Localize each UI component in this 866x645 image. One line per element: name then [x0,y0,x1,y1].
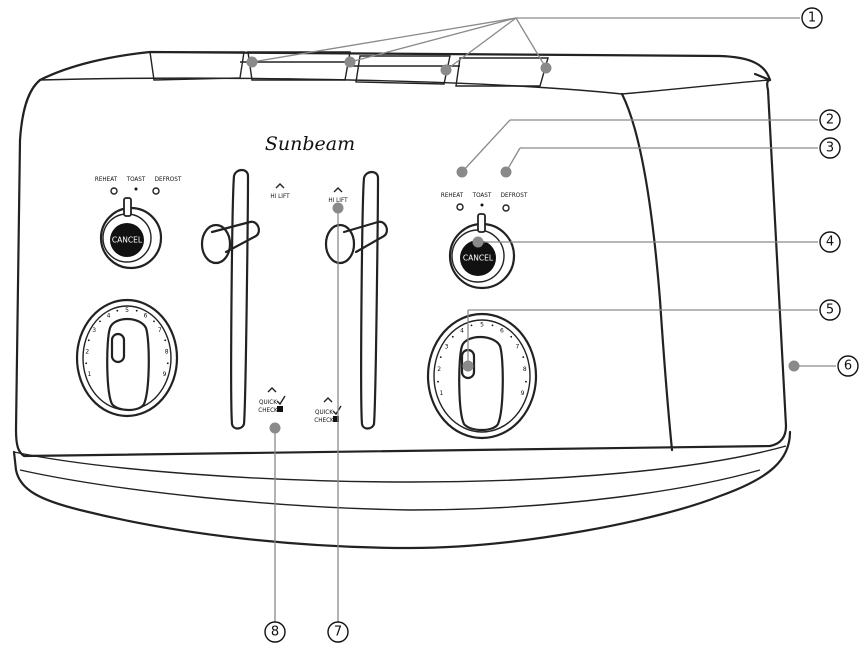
left-dial-tick-dot [85,362,88,365]
right-dial-tick-dot [491,324,494,327]
callout-1: 1 [801,7,823,29]
left-dial-mark-9: 9 [163,371,167,378]
right-dial-tick-dot [439,356,442,358]
callout-7: 7 [327,621,349,643]
svg-text:2: 2 [826,113,834,128]
svg-text:DEFROST: DEFROST [501,192,528,199]
right-dial-mark-2: 2 [437,366,441,373]
left-dial-tick-dot [87,339,90,342]
svg-text:QUICK: QUICK [259,399,277,406]
right-dial-tick-dot [470,324,473,327]
left-browning-dial[interactable]: 1 2 3 4 5 6 7 8 9 [75,298,179,418]
left-dial-mark-2: 2 [85,348,89,355]
defrost-led-right [502,204,510,212]
left-dial-mark-6: 6 [144,312,148,319]
right-dial-tick-dot [522,356,525,358]
right-browning-dial[interactable]: 1 2 3 4 5 6 7 8 9 [426,312,538,440]
svg-text:CHECK: CHECK [258,407,278,414]
left-dial-tick-dot [116,309,119,312]
hi-lift-label-left: HI LIFT [270,183,290,200]
callout-3: 3 [819,137,841,159]
svg-text:TOAST: TOAST [126,176,146,183]
left-dial-tick-dot [99,320,101,323]
defrost-led-left [152,187,160,195]
svg-text:1: 1 [808,11,816,26]
right-lift-lever[interactable] [324,170,388,430]
svg-text:8: 8 [271,625,279,640]
left-dial-mark-7: 7 [158,327,162,334]
right-dial-mark-8: 8 [523,366,527,373]
svg-text:DEFROST: DEFROST [155,176,182,183]
hi-lift-label-right: HI LIFT [328,187,348,204]
svg-text:4: 4 [826,235,834,250]
right-dial-tick-dot [451,335,454,338]
right-cancel-knob[interactable]: CANCEL [448,213,516,290]
reheat-led-left [110,187,118,195]
right-dial-mark-9: 9 [521,390,525,397]
svg-text:6: 6 [844,359,852,374]
svg-text:CHECK: CHECK [314,417,334,424]
left-dial-mark-8: 8 [165,348,169,355]
svg-text:REHEAT: REHEAT [95,176,118,183]
right-dial-mark-6: 6 [500,327,504,334]
svg-text:HI LIFT: HI LIFT [270,193,290,200]
svg-text:CANCEL: CANCEL [463,254,494,263]
left-function-panel: REHEAT TOAST DEFROST CANCEL [95,176,182,270]
svg-text:HI LIFT: HI LIFT [328,197,348,204]
quick-check-label-right: QUICK CHECK [314,397,342,424]
callout-4: 4 [819,231,841,253]
left-dial-tick-dot [166,362,169,365]
right-dial-tick-dot [510,335,513,338]
left-dial-tick-dot [164,339,167,342]
right-dial-tick-dot [525,380,527,383]
left-dial-mark-4: 4 [107,312,111,319]
callout-5: 5 [819,299,841,321]
left-lift-lever[interactable] [200,168,260,430]
svg-text:5: 5 [826,303,834,318]
left-dial-tick-dot [153,320,155,323]
callout-leaders [246,17,836,622]
left-dial-mark-3: 3 [92,327,96,334]
svg-text:REHEAT: REHEAT [441,192,464,199]
reheat-led-right [456,203,464,211]
right-dial-mark-7: 7 [515,343,519,350]
left-dial-mark-1: 1 [87,371,91,378]
svg-text:3: 3 [826,141,834,156]
right-dial-mark-4: 4 [460,327,464,334]
left-cancel-knob[interactable]: CANCEL [99,197,163,270]
svg-text:7: 7 [334,625,342,640]
right-dial-mark-3: 3 [445,343,449,350]
right-dial-tick-dot [437,380,439,383]
toaster-body [12,50,792,550]
left-dial-mark-5: 5 [125,307,129,314]
right-function-panel: REHEAT TOAST DEFROST CANCEL [441,192,528,290]
callout-2: 2 [819,109,841,131]
right-dial-mark-1: 1 [439,390,443,397]
callout-6: 6 [837,355,859,377]
brand-logo: Sunbeam [265,133,355,155]
right-dial-mark-5: 5 [480,322,484,329]
svg-text:CANCEL: CANCEL [112,236,143,245]
svg-text:QUICK: QUICK [315,409,333,416]
left-dial-tick-dot [135,309,138,312]
svg-text:TOAST: TOAST [472,192,492,199]
quick-check-label-left: QUICK CHECK [258,387,286,414]
callout-8: 8 [264,621,286,643]
